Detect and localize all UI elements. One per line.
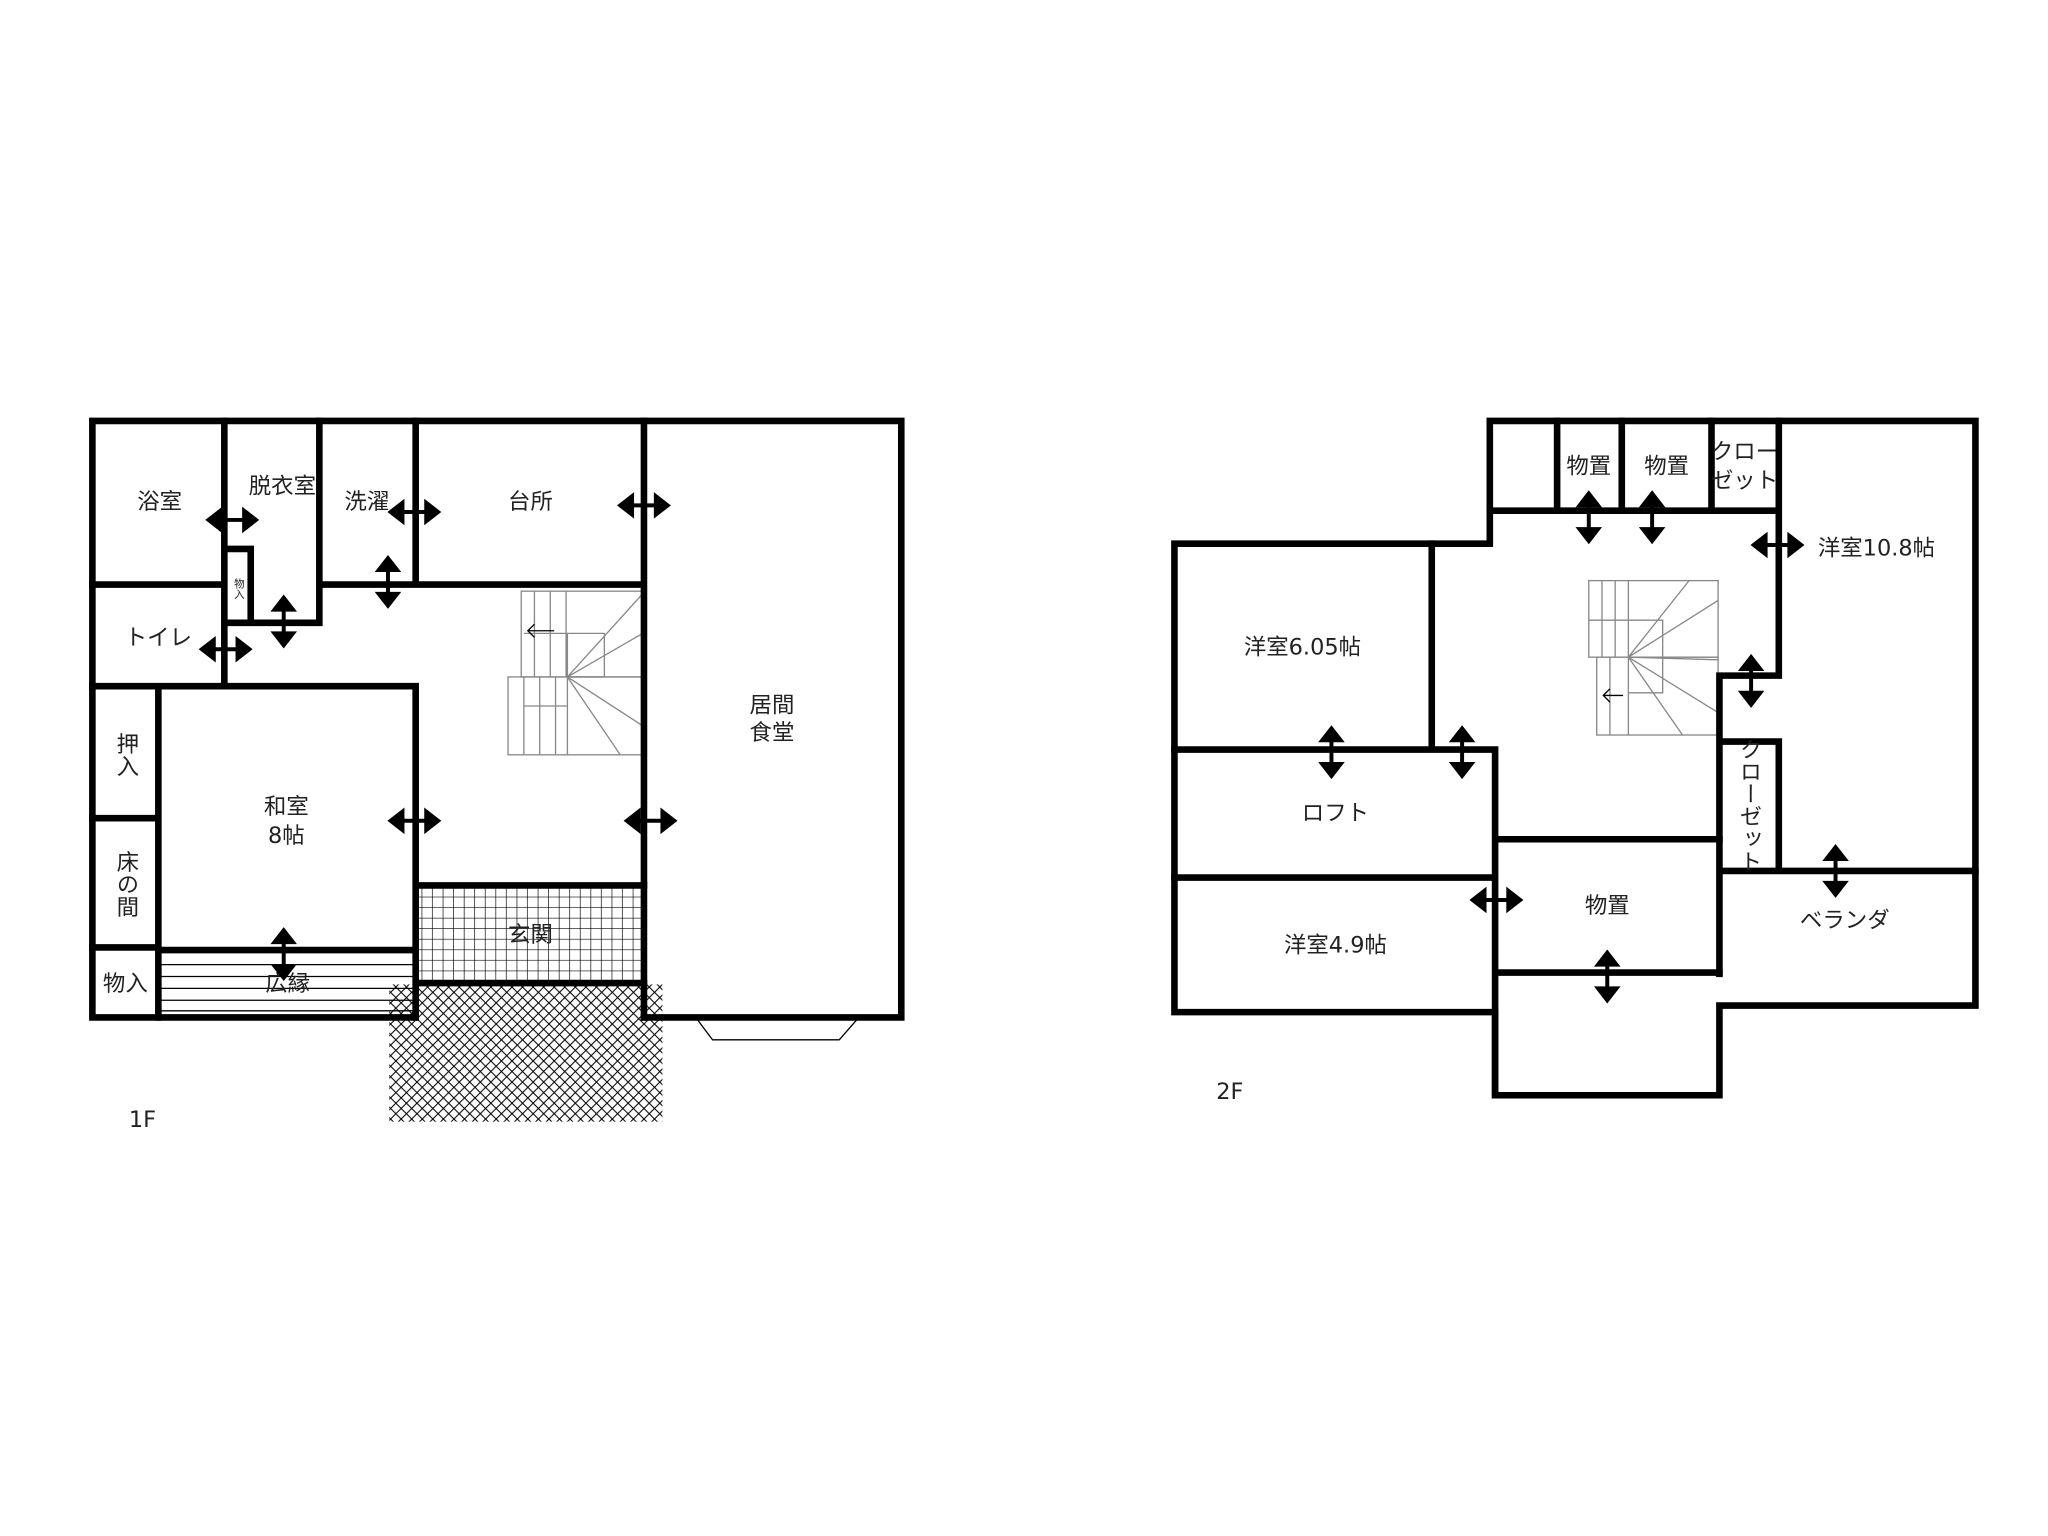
room-living: 居間 [750, 692, 795, 718]
room-closet-side: クローゼット [1736, 738, 1762, 873]
walls-2f [1171, 417, 1979, 1099]
door-arrow-icon [1638, 490, 1666, 545]
room-storage-b: 物置 [1644, 454, 1689, 480]
door-arrow-icon [270, 594, 297, 649]
room-bath: 浴室 [137, 489, 182, 515]
floor-1-plan: 浴室 脱衣室 洗濯 台所 物入 トイレ 押入 床の間 物入 広縁 和室 8帖 居… [89, 417, 905, 1133]
door-arrow-icon [198, 635, 253, 663]
bay-window [696, 1018, 859, 1041]
walls-1f [89, 417, 905, 1021]
door-arrow-icon [387, 498, 442, 526]
room-washitsu-size: 8帖 [268, 823, 305, 849]
room-washitsu: 和室 [264, 794, 309, 820]
room-western-10-8: 洋室10.8帖 [1818, 535, 1935, 561]
room-western-4-9: 洋室4.9帖 [1284, 933, 1387, 959]
door-arrow-icon [205, 506, 260, 534]
room-laundry: 洗濯 [344, 489, 389, 515]
door-arrow-icon [1593, 949, 1621, 1004]
room-kitchen: 台所 [508, 489, 553, 515]
room-oshiire: 押入 [113, 732, 139, 777]
room-entrance: 玄関 [508, 922, 553, 948]
floor-label-1f: 1F [129, 1107, 156, 1133]
entrance-approach-hatch [389, 984, 663, 1122]
stairs-2f [1588, 579, 1719, 736]
room-western-6-05: 洋室6.05帖 [1244, 634, 1361, 660]
door-arrow-icon [1448, 725, 1476, 780]
door-arrows [198, 490, 1849, 1004]
room-storage-a: 物置 [1566, 454, 1611, 480]
floor-label-2f: 2F [1216, 1079, 1243, 1105]
room-storage: 物入 [103, 971, 148, 997]
room-dining: 食堂 [750, 720, 795, 746]
door-arrow-icon [387, 807, 442, 835]
entrance-tile-grid [416, 886, 643, 982]
room-storage-c: 物置 [1585, 893, 1630, 919]
door-arrow-icon [1737, 653, 1765, 708]
room-veranda: ベランダ [1800, 908, 1890, 934]
room-closet-top-line2: ゼット [1711, 468, 1778, 494]
room-small-storage: 物入 [233, 577, 245, 599]
room-closet-top-line1: クロー [1711, 439, 1778, 465]
room-tokonoma: 床の間 [113, 850, 139, 918]
floor-2-plan: 物置 物置 クロー ゼット 洋室10.8帖 洋室6.05帖 ロフト クローゼット… [1171, 417, 1979, 1105]
room-loft: ロフト [1302, 801, 1369, 827]
stairs-1f [507, 590, 644, 756]
door-arrow-icon [270, 927, 297, 982]
door-arrow-icon [1318, 725, 1345, 780]
door-arrow-icon [623, 807, 678, 835]
room-dressing: 脱衣室 [249, 473, 316, 499]
door-arrow-icon [374, 554, 402, 609]
room-toilet: トイレ [125, 625, 192, 651]
door-arrow-icon [1822, 843, 1849, 898]
door-arrow-icon [1469, 886, 1524, 914]
door-arrow-icon [1575, 490, 1603, 545]
door-arrow-icon [1750, 531, 1805, 559]
door-arrow-icon [616, 492, 671, 519]
